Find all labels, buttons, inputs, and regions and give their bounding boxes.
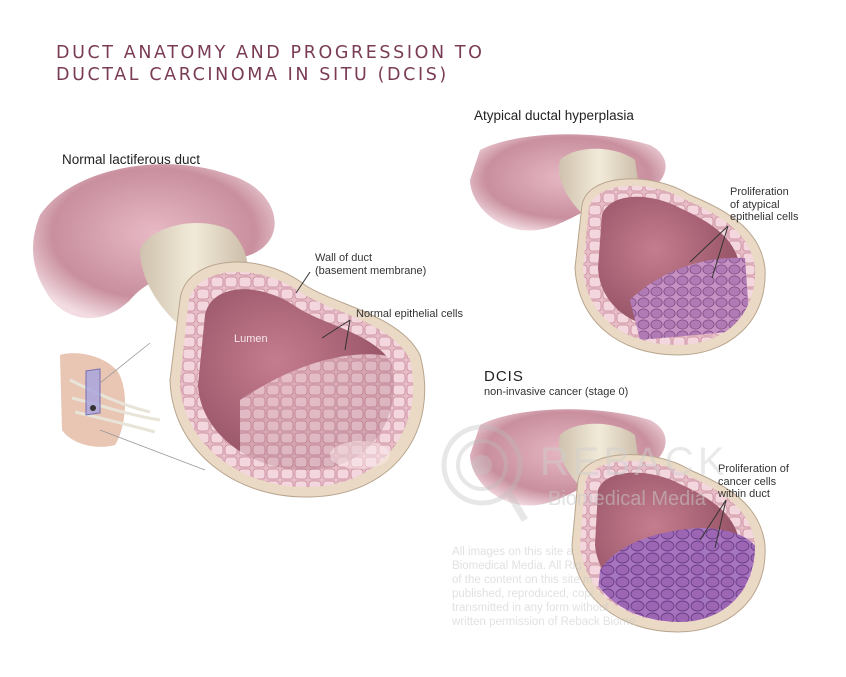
adh-pointer-a — [689, 225, 729, 263]
breast-inset — [60, 342, 206, 471]
adh-heading: Atypical ductal hyperplasia — [474, 108, 634, 123]
watermark-line: All images on this site a — [452, 546, 573, 558]
watermark-logo — [441, 424, 528, 522]
watermark-line: Biomedical Media. All Rig — [452, 560, 582, 572]
watermark-line: written permission of Reback Biome — [452, 616, 636, 628]
dcis-pointer-a — [699, 499, 727, 541]
adh-label-line-2: of atypical — [730, 198, 780, 211]
lumen-label: Lumen — [234, 333, 268, 345]
adh-duct-illustration — [470, 134, 766, 356]
watermark-brand-sub: Biomedical Media — [548, 488, 706, 510]
title-line-2: DUCTAL CARCINOMA IN SITU (DCIS) — [56, 65, 449, 85]
dcis-label: Proliferation of cancer cells within duc… — [718, 463, 789, 501]
wall-label-line-2: (basement membrane) — [315, 264, 427, 277]
dcis-duct-illustration — [470, 409, 766, 633]
atypical-cell-cluster — [630, 257, 750, 340]
dcis-heading: DCIS — [484, 368, 524, 385]
epithelial-label: Normal epithelial cells — [356, 308, 463, 320]
epithelial-pointer-a — [321, 319, 351, 339]
watermark-line: transmitted in any form without — [452, 602, 609, 614]
dcis-label-line-1: Proliferation of — [718, 463, 789, 475]
adh-label: Proliferation of atypical epithelial cel… — [730, 186, 798, 224]
cancer-cell-mass — [595, 528, 755, 622]
watermark-line: of the content on this site m — [452, 574, 593, 586]
watermark-copyright: All images on this site a Biomedical Med… — [452, 545, 635, 629]
watermark-line: published, reproduced, copi — [452, 588, 594, 600]
dcis-label-line-3: within duct — [718, 488, 770, 500]
wall-pointer — [295, 271, 311, 294]
epithelial-pointer-b — [344, 319, 351, 351]
title-line-1: DUCT ANATOMY AND PROGRESSION TO — [56, 43, 485, 63]
wall-label: Wall of duct (basement membrane) — [315, 252, 426, 277]
page-title: DUCT ANATOMY AND PROGRESSION TO DUCTAL C… — [56, 42, 484, 86]
normal-duct-heading: Normal lactiferous duct — [62, 152, 201, 167]
adh-label-line-3: epithelial cells — [730, 211, 799, 223]
normal-duct-illustration — [33, 164, 426, 498]
dcis-pointer-b — [714, 499, 727, 549]
watermark-brand: REBACK — [540, 440, 729, 484]
adh-label-line-1: Proliferation — [730, 186, 789, 198]
dcis-subheading: non-invasive cancer (stage 0) — [484, 386, 629, 398]
wall-label-line-1: Wall of duct — [315, 252, 373, 264]
dcis-label-line-2: cancer cells — [718, 475, 777, 488]
adh-pointer-b — [711, 225, 729, 279]
